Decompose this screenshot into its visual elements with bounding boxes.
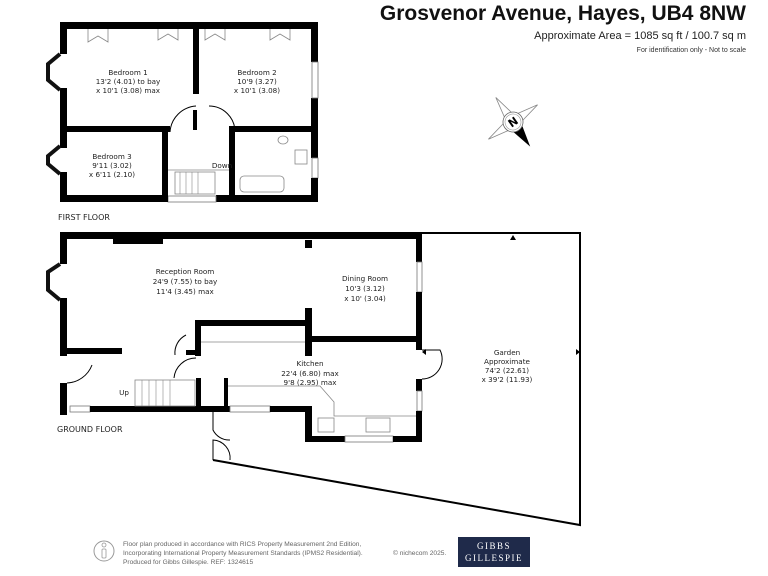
room-dim-kitchen: 22'4 (6.80) max bbox=[281, 369, 339, 378]
room-dim-bedroom-1: 13'2 (4.01) to bay bbox=[96, 77, 161, 86]
info-icon bbox=[93, 540, 115, 562]
ground-floor-label: GROUND FLOOR bbox=[57, 425, 123, 434]
room-dim-bedroom-1: x 10'1 (3.08) max bbox=[96, 86, 161, 95]
first-floor-plan bbox=[46, 22, 319, 203]
room-dim-bedroom-2: 10'9 (3.27) bbox=[237, 77, 277, 86]
room-dim-dining-room: 10'3 (3.12) bbox=[345, 284, 385, 293]
ground-floor-plan bbox=[46, 232, 581, 527]
room-name-bedroom-1: Bedroom 1 bbox=[108, 68, 147, 77]
logo-line: GILLESPIE bbox=[465, 553, 523, 563]
garden-dim: 74'2 (22.61) bbox=[485, 366, 529, 375]
agency-logo: GIBBS GILLESPIE bbox=[458, 537, 530, 567]
room-dim-dining-room: x 10' (3.04) bbox=[344, 294, 386, 303]
room-name-kitchen: Kitchen bbox=[296, 359, 323, 368]
footer-line: Floor plan produced in accordance with R… bbox=[123, 541, 362, 548]
room-dim-reception-room: 11'4 (3.45) max bbox=[156, 287, 214, 296]
property-address-title: Grosvenor Avenue, Hayes, UB4 8NW bbox=[379, 2, 746, 25]
first-floor-label: FIRST FLOOR bbox=[58, 213, 110, 222]
copyright: © nichecom 2025. bbox=[393, 550, 447, 557]
scale-disclaimer: For identification only - Not to scale bbox=[636, 47, 746, 54]
footer-disclaimer: Floor plan produced in accordance with R… bbox=[123, 540, 363, 567]
room-dim-bedroom-2: x 10'1 (3.08) bbox=[234, 86, 280, 95]
room-dim-reception-room: 24'9 (7.55) to bay bbox=[153, 277, 218, 286]
room-dim-bedroom-3: 9'11 (3.02) bbox=[92, 161, 132, 170]
compass-icon: N bbox=[488, 97, 538, 147]
logo-line: GIBBS bbox=[476, 541, 511, 551]
footer-line: Produced for Gibbs Gillespie. REF: 13246… bbox=[123, 559, 254, 566]
stairs-up-label: Up bbox=[119, 388, 129, 397]
garden-dim: x 39'2 (11.93) bbox=[482, 375, 533, 384]
room-name-reception-room: Reception Room bbox=[156, 267, 215, 276]
garden-subtitle: Approximate bbox=[484, 357, 530, 366]
garden-name: Garden bbox=[494, 348, 520, 357]
footer-line: Incorporating International Property Mea… bbox=[123, 550, 363, 557]
room-dim-bedroom-3: x 6'11 (2.10) bbox=[89, 170, 135, 179]
room-name-dining-room: Dining Room bbox=[342, 274, 388, 283]
room-dim-kitchen: 9'8 (2.95) max bbox=[284, 378, 338, 387]
room-name-bedroom-3: Bedroom 3 bbox=[92, 152, 131, 161]
stairs-down-label: Down bbox=[212, 161, 232, 170]
approximate-area: Approximate Area = 1085 sq ft / 100.7 sq… bbox=[534, 30, 746, 42]
room-name-bedroom-2: Bedroom 2 bbox=[237, 68, 276, 77]
